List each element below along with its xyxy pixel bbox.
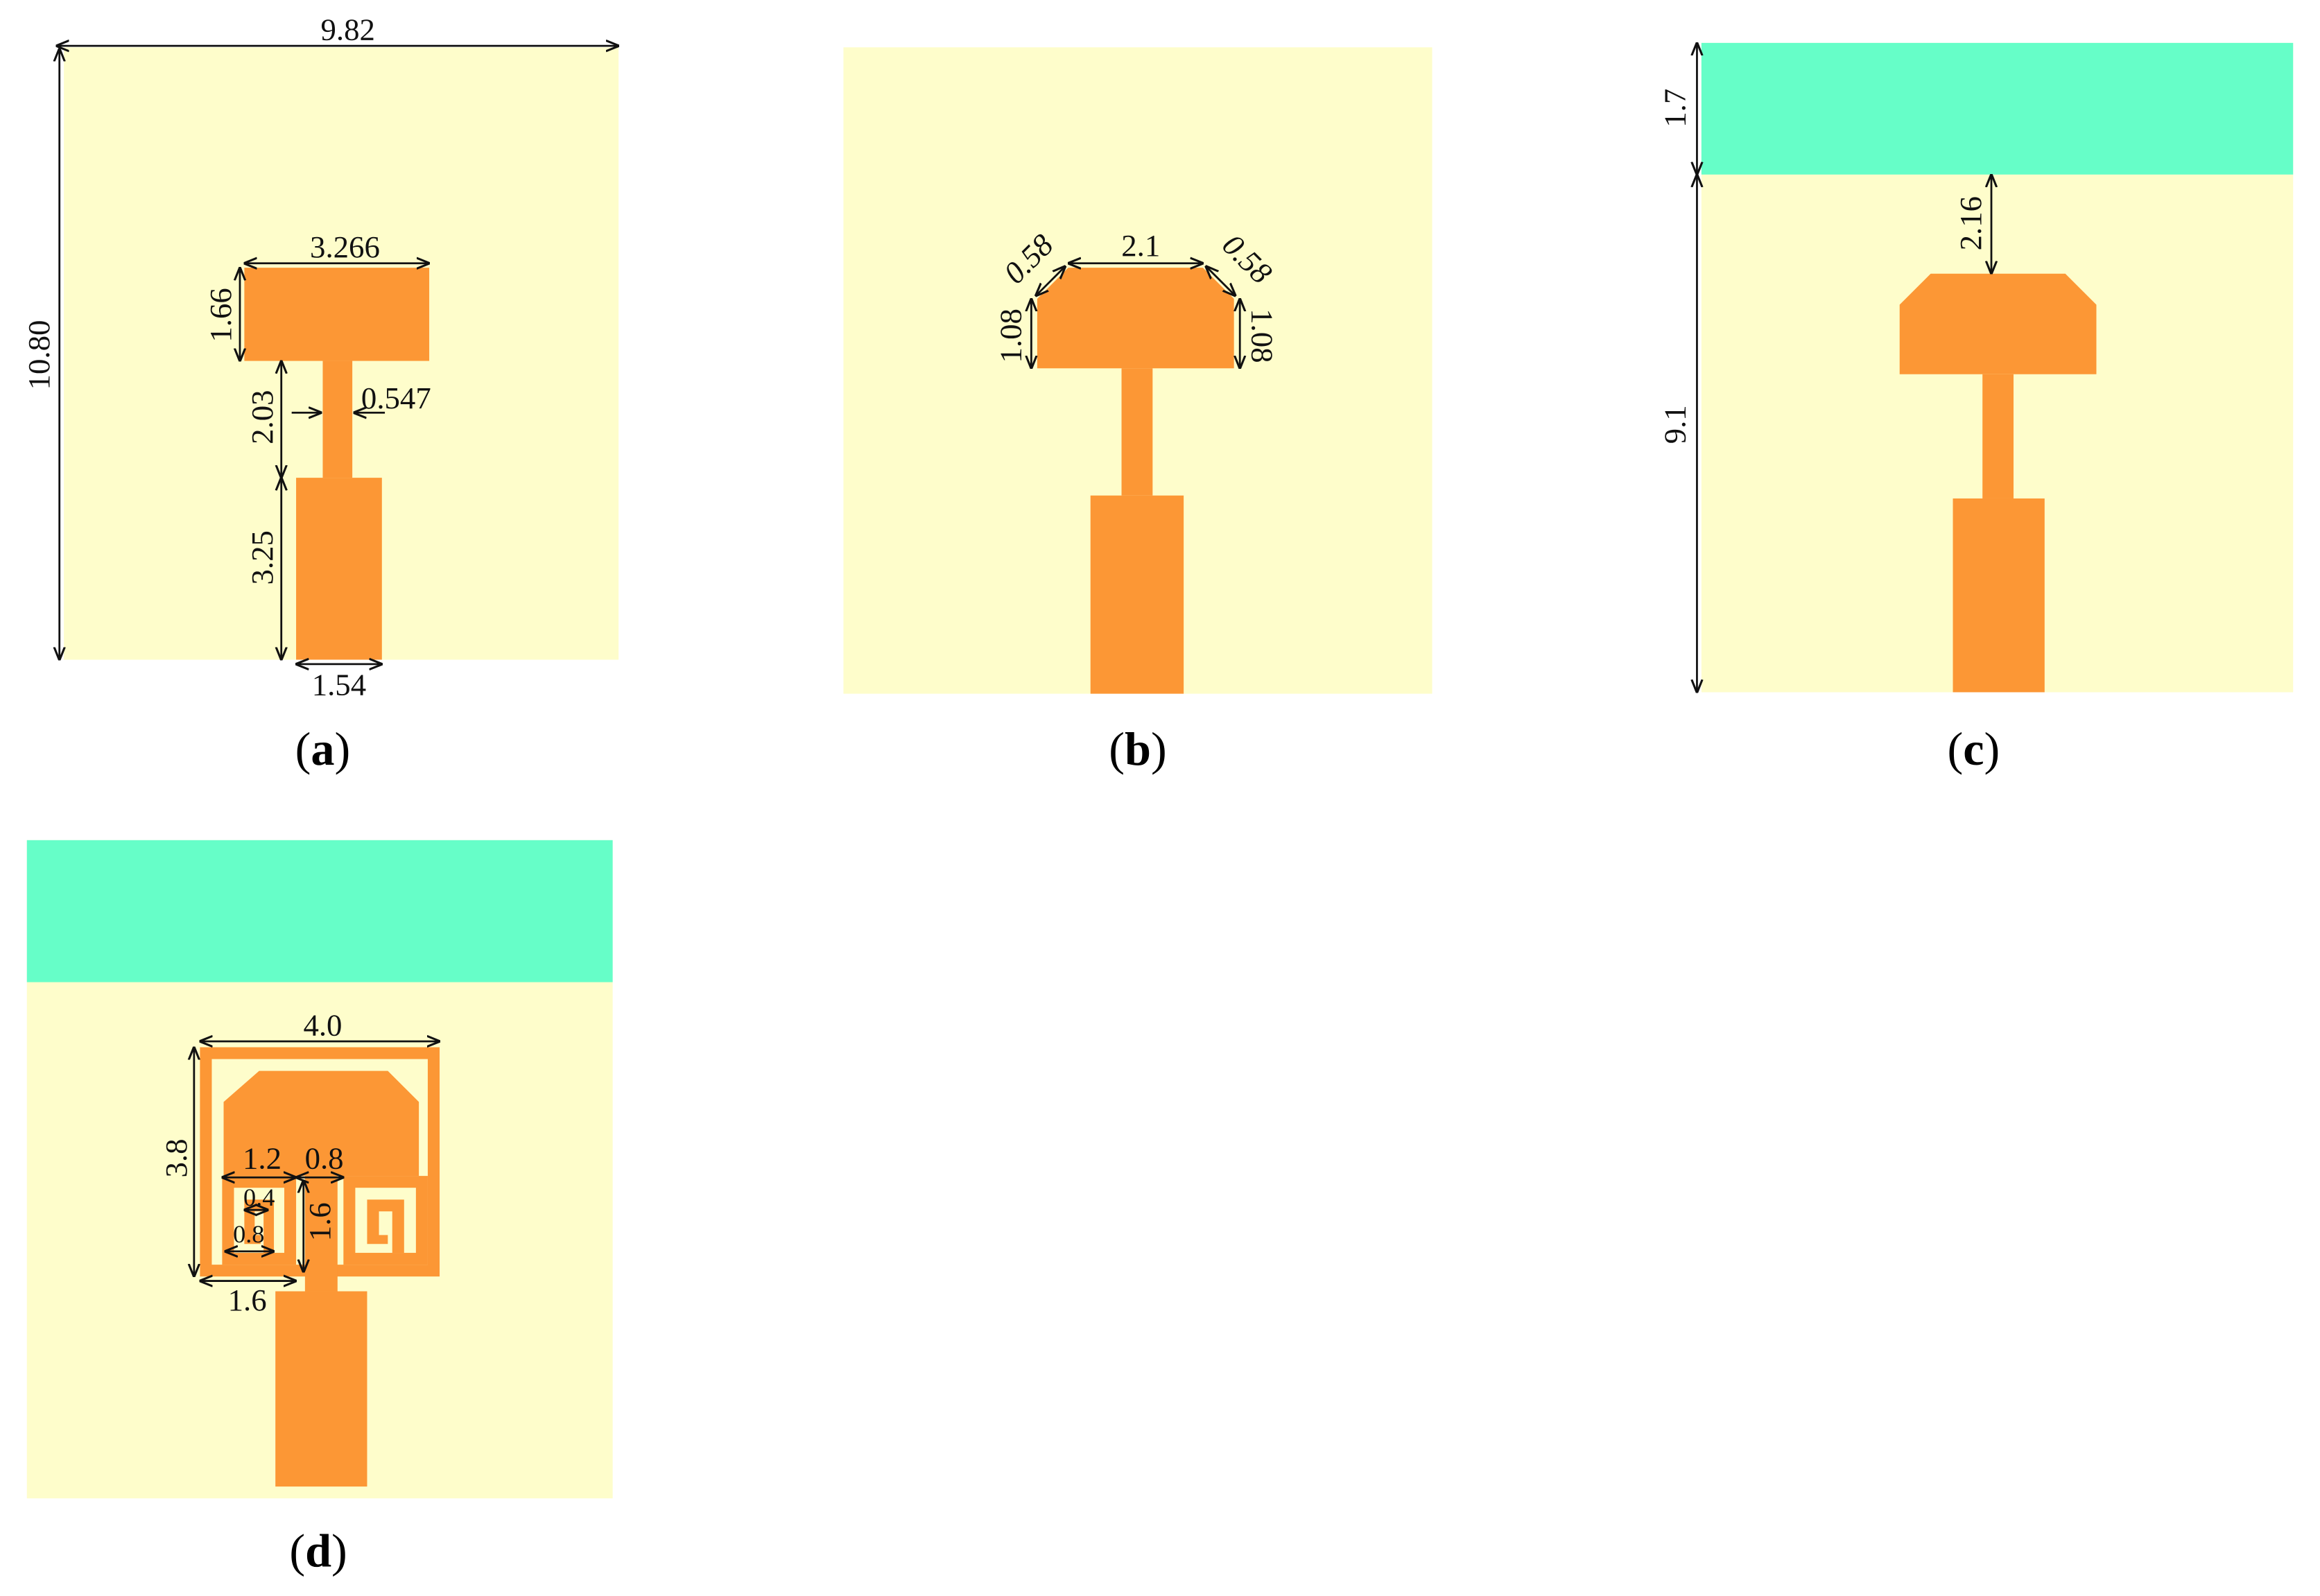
caption-c: (c) <box>1948 722 2000 775</box>
dim-label: 3.266 <box>310 229 380 264</box>
radiating-patch <box>244 268 430 361</box>
dim-label: 4.0 <box>303 1007 342 1042</box>
dimension-arm-width: 0.4 <box>243 1183 275 1211</box>
dim-label: 1.54 <box>312 668 366 702</box>
feed-line <box>1953 498 2045 693</box>
dimension-patch-length: 1.66 <box>203 268 240 361</box>
feed-line <box>296 478 382 660</box>
dimension-inner-gap: 0.8 <box>296 1140 344 1177</box>
stub-line <box>1982 374 2014 498</box>
dim-label: 2.1 <box>1121 228 1160 263</box>
dim-label: 0.8 <box>233 1220 264 1248</box>
dimension-top-edge: 2.1 <box>1068 228 1203 263</box>
right-spiral-arm <box>367 1199 404 1254</box>
dimension-resonator-width: 4.0 <box>200 1007 440 1042</box>
dimension-substrate-rest: 9.1 <box>1657 175 1697 693</box>
dimension-resonator-height: 3.8 <box>159 1047 194 1276</box>
ground-plane <box>26 840 613 982</box>
dim-label: 1.6 <box>302 1202 337 1241</box>
dimension-side-right: 1.08 <box>1240 299 1279 368</box>
panel-b: 2.1 0.58 0.58 1.08 1.08 (b) <box>843 47 1432 775</box>
dim-label: 2.16 <box>1953 196 1988 250</box>
dimension-side-left: 1.08 <box>993 299 1031 368</box>
dim-label: 0.8 <box>305 1140 344 1175</box>
caption-b: (b) <box>1109 722 1166 775</box>
chamfered-patch <box>223 1070 419 1177</box>
panel-c: 1.7 2.16 9.1 (c) <box>1657 42 2294 775</box>
dimension-gap: 2.16 <box>1953 175 1991 274</box>
dimension-inner-square: 0.8 <box>225 1220 274 1251</box>
caption-a: (a) <box>295 722 351 775</box>
dimension-patch-width: 3.266 <box>244 229 429 264</box>
stub-line <box>304 1176 338 1292</box>
dimension-bottom-width: 1.6 <box>200 1281 296 1317</box>
stub-line <box>1121 368 1153 496</box>
dimension-substrate-width: 9.82 <box>56 12 618 47</box>
dim-label: 1.08 <box>993 309 1028 363</box>
dim-label: 3.8 <box>159 1138 193 1177</box>
dim-label: 9.1 <box>1657 405 1692 444</box>
dim-label: 0.547 <box>361 381 431 415</box>
dimension-ground-length: 1.7 <box>1657 43 1697 175</box>
ground-plane <box>1701 42 2294 175</box>
dim-label: 10.80 <box>21 320 56 390</box>
chamfered-patch <box>1037 268 1234 369</box>
dim-label: 2.03 <box>245 390 279 444</box>
dimension-spiral-length: 1.6 <box>302 1180 337 1272</box>
dimension-stub-length: 2.03 <box>245 361 282 478</box>
dimension-substrate-length: 10.80 <box>21 49 60 659</box>
dim-label: 1.7 <box>1657 89 1692 128</box>
dim-label: 1.6 <box>228 1283 267 1317</box>
feed-line <box>275 1291 367 1487</box>
dim-label: 0.4 <box>243 1183 275 1211</box>
caption-d: (d) <box>289 1524 347 1577</box>
dim-label: 1.2 <box>243 1140 282 1175</box>
panel-a: 9.82 10.80 3.266 1.66 2.03 0.547 3.25 <box>21 12 618 775</box>
dim-label: 3.25 <box>245 530 279 584</box>
dimension-inner-left-width: 1.2 <box>222 1140 296 1177</box>
panel-d: 4.0 3.8 1.2 0.8 0.4 1.6 0.8 1.6 <box>26 840 613 1577</box>
dim-label: 1.08 <box>1245 309 1279 363</box>
dimension-feed-length: 3.25 <box>245 478 282 659</box>
dim-label: 9.82 <box>321 12 375 47</box>
dim-label: 1.66 <box>203 288 238 342</box>
dimension-stub-width: 0.547 <box>291 381 431 415</box>
chamfered-patch <box>1899 273 2097 374</box>
feed-line <box>1090 495 1184 694</box>
dimension-feed-width: 1.54 <box>296 664 382 702</box>
stub-line <box>322 361 353 478</box>
